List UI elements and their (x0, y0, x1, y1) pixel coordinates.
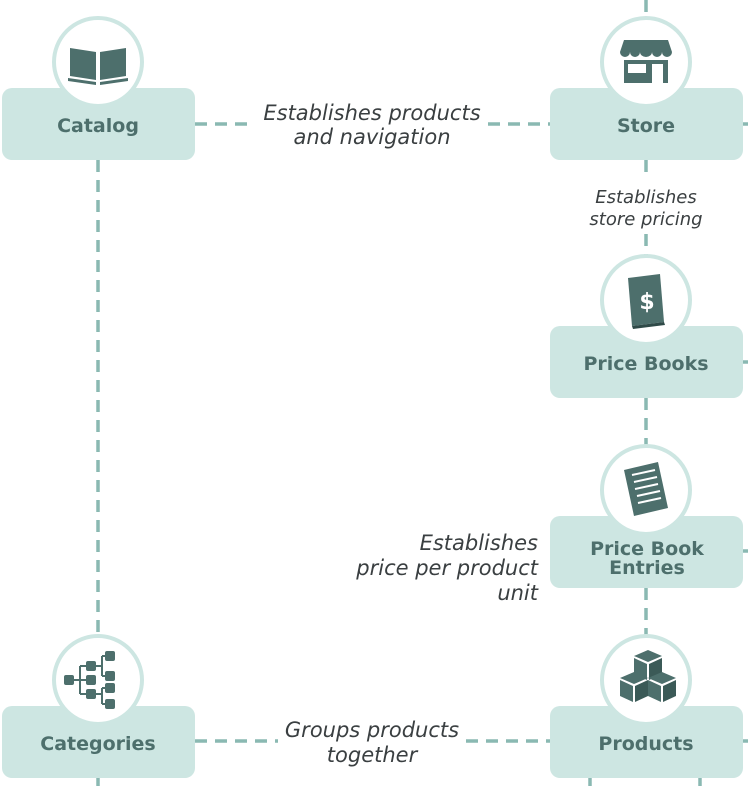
node-catalog-box (2, 88, 195, 160)
node-catalog-label: Catalog (57, 115, 139, 137)
connectors (96, 0, 748, 786)
node-price-books-label: Price Books (583, 353, 708, 375)
node-products-box (550, 706, 743, 778)
price-book-icon: $ (628, 274, 665, 329)
edge-label-entries-products: Establishes price per product unit (355, 531, 539, 605)
node-price-book-entries: Price Book Entries (550, 444, 743, 588)
hierarchy-icon (64, 651, 115, 709)
node-products-circle (600, 634, 692, 726)
svg-text:$: $ (639, 290, 654, 315)
edge-label-store-pricebooks-line2: store pricing (589, 209, 702, 230)
node-store-box (550, 88, 743, 160)
edge-label-categories-products-line1: Groups products (285, 718, 459, 742)
node-catalog: Catalog (2, 16, 195, 160)
node-categories-circle (52, 634, 144, 726)
storefront-icon (620, 40, 672, 83)
edge-label-catalog-store-line1: Establishes products (263, 101, 480, 125)
node-price-book-entries-box (550, 516, 743, 588)
node-price-book-entries-label-line1: Price Book (590, 538, 704, 560)
edge-label-categories-products-line2: together (327, 743, 419, 767)
edge-label-store-pricebooks: Establishes store pricing (589, 187, 702, 230)
edge-label-entries-products-line2: price per product (355, 556, 538, 580)
node-price-books: $ Price Books (550, 254, 743, 398)
boxes-icon (620, 650, 676, 702)
node-price-book-entries-label-line2: Entries (609, 557, 685, 579)
edge-label-categories-products: Groups products together (285, 718, 459, 767)
open-book-icon (68, 48, 128, 85)
edge-label-entries-products-line1: Establishes (420, 531, 538, 555)
node-categories: Categories (2, 634, 195, 778)
edge-label-store-pricebooks-line1: Establishes (595, 187, 697, 208)
node-products: Products (550, 634, 743, 778)
node-categories-box (2, 706, 195, 778)
ledger-icon (624, 462, 668, 516)
node-store: Store (550, 16, 743, 160)
node-categories-label: Categories (40, 733, 155, 755)
node-products-label: Products (598, 733, 693, 755)
edge-label-catalog-store-line2: and navigation (293, 125, 450, 149)
node-store-label: Store (617, 115, 675, 137)
node-catalog-circle (52, 16, 144, 108)
edge-label-catalog-store: Establishes products and navigation (263, 101, 480, 149)
edge-label-entries-products-line3: unit (497, 581, 538, 605)
node-price-books-box (550, 326, 743, 398)
